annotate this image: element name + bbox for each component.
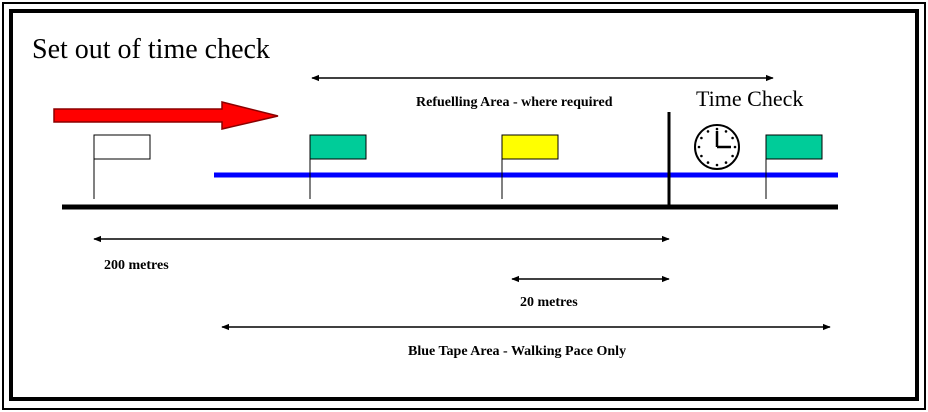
clock-tick [706, 130, 710, 133]
clock-tick [724, 130, 728, 133]
time-check-label: Time Check [696, 86, 803, 111]
clock-tick [733, 145, 737, 149]
clock-tick [731, 154, 734, 158]
dimension-20m-label: 20 metres [520, 295, 578, 310]
dimension-200m-label: 200 metres [104, 258, 169, 273]
clock-icon [694, 124, 740, 170]
clock-tick [706, 161, 710, 164]
yellow-flag [501, 134, 559, 199]
clock-tick [700, 136, 703, 140]
clock-tick [724, 161, 728, 164]
inner-frame [9, 9, 919, 401]
clock-tick [731, 136, 734, 140]
clock-tick [697, 145, 701, 149]
refuelling-area-label: Refuelling Area - where required [416, 95, 613, 110]
green-flag-end [765, 134, 823, 199]
red-arrow-icon [53, 101, 279, 130]
clock-tick [715, 127, 719, 131]
page-title: Set out of time check [32, 34, 270, 65]
clock-tick [700, 154, 703, 158]
start-flag [93, 134, 151, 199]
blue-tape-area-label: Blue Tape Area - Walking Pace Only [408, 344, 626, 359]
green-flag-refuel-start [309, 134, 367, 199]
clock-tick [715, 163, 719, 167]
